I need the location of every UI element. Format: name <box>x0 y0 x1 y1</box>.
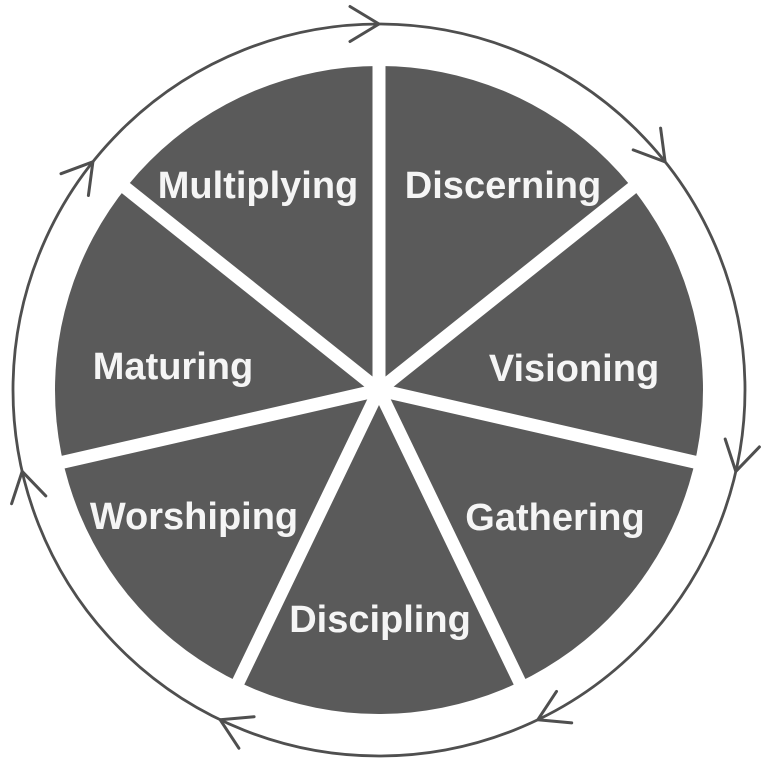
cycle-arrow-icon-left <box>10 469 48 506</box>
cycle-arrow-icon-lower-right <box>536 689 574 725</box>
cycle-arrow-icon-upper-left <box>59 160 95 197</box>
divider-upper-right <box>374 181 639 396</box>
divider-lower-left <box>231 387 385 688</box>
divider-upper-left <box>119 181 384 396</box>
cycle-arrow-icon-upper-right <box>631 126 667 164</box>
segment-label-discerning: Discerning <box>404 165 602 207</box>
segment-label-multiplying: Multiplying <box>157 165 359 207</box>
segment-label-maturing: Maturing <box>92 346 254 388</box>
segment-label-discipling: Discipling <box>289 599 471 641</box>
cycle-arrow-icon-top <box>348 5 381 43</box>
divider-left <box>58 383 381 470</box>
cycle-arrow-icon-right <box>723 437 761 473</box>
segment-label-visioning: Visioning <box>488 348 660 390</box>
divider-lower-right <box>373 387 527 688</box>
segment-dividers <box>58 63 700 688</box>
segment-label-gathering: Gathering <box>465 497 645 539</box>
divider-right <box>377 383 700 470</box>
cycle-arrow-icon-lower-left <box>218 715 256 750</box>
segment-label-worshiping: Worshiping <box>89 496 299 538</box>
cycle-arrows <box>10 5 761 750</box>
